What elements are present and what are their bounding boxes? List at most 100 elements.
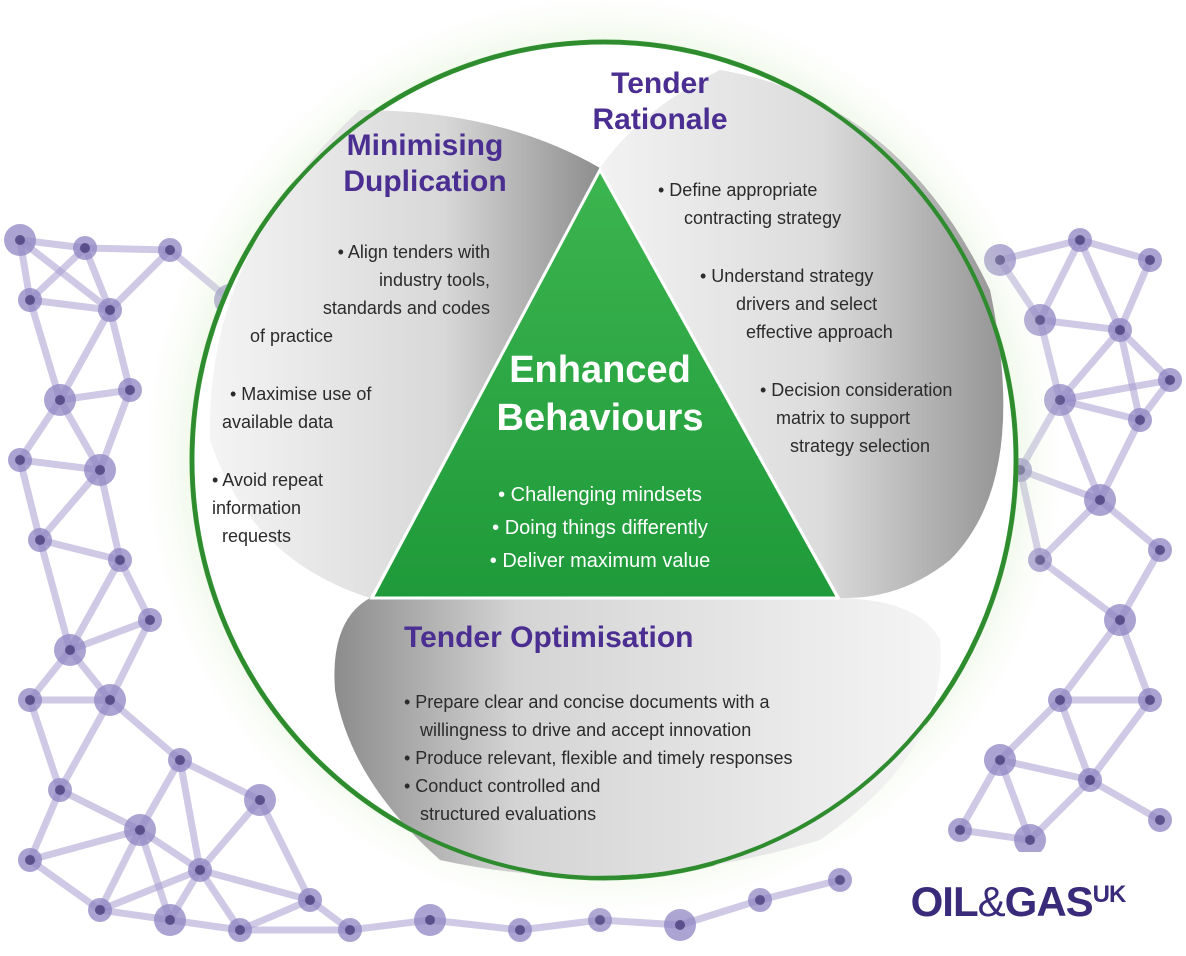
heading-line: Rationale	[592, 103, 728, 136]
bullet-line: information	[212, 498, 302, 518]
heading-line: Tender	[611, 67, 709, 100]
segment-minimising-duplication	[209, 110, 600, 598]
network-node-core	[105, 305, 115, 315]
bullet-line: • Understand strategy	[700, 266, 874, 286]
logo-uk: UK	[1092, 881, 1127, 908]
network-node-core	[1165, 375, 1175, 385]
network-node-core	[1095, 495, 1105, 505]
network-node-core	[1145, 255, 1155, 265]
network-node-core	[305, 895, 315, 905]
network-node-core	[135, 825, 145, 835]
center-item: • Challenging mindsets	[498, 484, 702, 506]
tr-bullet-1: • Define appropriate contracting strateg…	[650, 176, 890, 232]
center-title-line: Enhanced	[509, 349, 691, 391]
network-edge	[1076, 238, 1124, 332]
outer-ring-edge	[190, 40, 1018, 880]
network-node-core	[1055, 695, 1065, 705]
network-node-core	[55, 785, 65, 795]
bullet-line: industry tools,	[378, 270, 490, 290]
network-node-core	[125, 385, 135, 395]
network-edge	[29, 826, 141, 864]
network-edge	[26, 298, 64, 402]
network-edge	[27, 245, 88, 303]
logo-oil: OIL	[910, 878, 979, 925]
network-edge	[1056, 698, 1094, 782]
heading-line: Tender Optimisation	[404, 621, 694, 654]
minimising-duplication-heading: Minimising Duplication	[300, 128, 550, 200]
network-edge	[759, 876, 841, 904]
bullet-line: of practice	[250, 326, 334, 346]
network-node-core	[195, 865, 205, 875]
segment-tender-rationale	[600, 70, 1004, 599]
network-node-core	[95, 465, 105, 475]
logo-ampersand: &	[977, 878, 1006, 925]
network-node-core	[1155, 815, 1165, 825]
network-node-core	[515, 925, 525, 935]
oil-gas-uk-logo: OIL&GASUK	[876, 852, 1160, 942]
network-edge	[1057, 617, 1123, 703]
network-edge	[84, 244, 171, 254]
bullet-line: structured evaluations	[420, 804, 597, 824]
network-node-core	[1115, 325, 1125, 335]
network-node-core	[955, 825, 965, 835]
network-node-core	[165, 915, 175, 925]
md-bullet-2: • Maximise use of available data	[222, 380, 432, 436]
network-node-core	[1145, 695, 1155, 705]
tr-bullet-3: • Decision consideration matrix to suppo…	[760, 376, 1000, 460]
bullet-line: • Define appropriate	[658, 180, 818, 200]
network-node-core	[105, 695, 115, 705]
bullet-line: • Prepare clear and concise documents wi…	[404, 692, 770, 712]
network-node-core	[145, 615, 155, 625]
network-edge	[36, 539, 74, 651]
tr-bullet-2: • Understand strategy drivers and select…	[700, 262, 940, 346]
network-node-core	[1135, 415, 1145, 425]
bullet-line: contracting strategy	[684, 208, 842, 228]
network-edge	[1116, 329, 1144, 421]
network-node-core	[15, 455, 25, 465]
network-edge	[27, 857, 103, 913]
network-edge	[197, 868, 243, 932]
network-node-core	[345, 925, 355, 935]
network-node-core	[1155, 545, 1165, 555]
network-node-core	[1075, 235, 1085, 245]
bullet-line: • Decision consideration	[760, 380, 953, 400]
heading-line: Duplication	[343, 165, 507, 198]
network-edge	[29, 296, 111, 314]
center-item: • Deliver maximum value	[489, 550, 711, 572]
bullet-line: strategy selection	[790, 436, 931, 456]
network-node-core	[115, 555, 125, 565]
network-edge	[199, 866, 311, 904]
network-node-core	[235, 925, 245, 935]
network-node-core	[80, 243, 90, 253]
network-edge	[107, 247, 173, 313]
bullet-line: matrix to support	[776, 408, 911, 428]
bullet-line: • Conduct controlled and	[404, 776, 601, 796]
network-node-core	[995, 755, 1005, 765]
network-node-core	[35, 535, 45, 545]
center-title: Enhanced Behaviours	[450, 346, 750, 442]
network-edge	[66, 558, 124, 652]
segment-tender-optimisation	[334, 598, 941, 876]
network-edge	[56, 698, 114, 792]
network-edge	[1079, 236, 1151, 264]
bullet-line: requests	[222, 526, 292, 546]
network-node-core	[1085, 775, 1095, 785]
bullet-line: • Align tenders with	[337, 242, 490, 262]
network-edge	[106, 309, 134, 391]
network-node-core	[675, 920, 685, 930]
network-node-core	[25, 855, 35, 865]
network-edge	[176, 759, 204, 871]
network-node-core	[1025, 835, 1035, 845]
center-title-line: Behaviours	[496, 397, 704, 439]
network-node-core	[425, 915, 435, 925]
network-node-core	[175, 755, 185, 765]
bullet-line: drivers and select	[736, 294, 878, 314]
network-edge	[26, 788, 64, 862]
bullet-line: effective approach	[746, 322, 893, 342]
network-node-core	[255, 795, 265, 805]
md-bullet-1: • Align tenders with industry tools, sta…	[250, 238, 490, 350]
network-edge	[1059, 376, 1171, 404]
network-edge	[26, 698, 64, 792]
logo-text: OIL&GASUK	[876, 870, 1160, 927]
network-node-core	[25, 295, 35, 305]
